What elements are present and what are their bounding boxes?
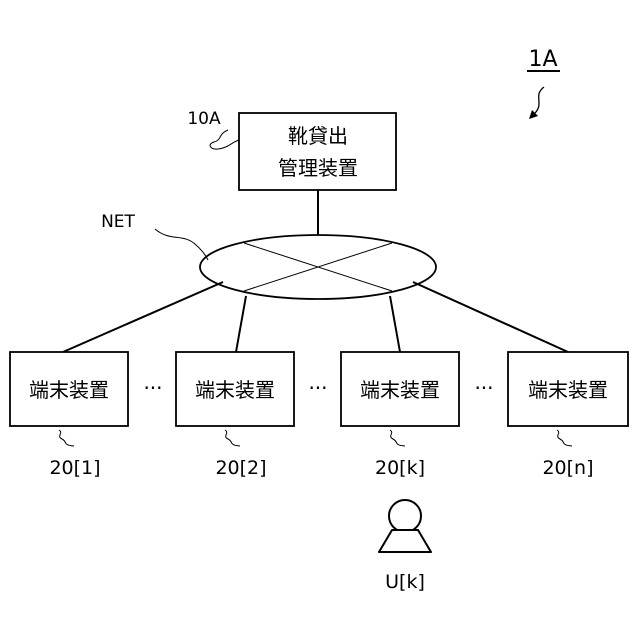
- terminal-link: [413, 282, 568, 352]
- server-ref-label: 10A: [187, 109, 221, 129]
- terminal-ref-leader: [557, 430, 572, 446]
- terminal-ref: 20[2]: [215, 457, 266, 479]
- terminal-device: 端末装置 20[1]: [10, 352, 128, 479]
- terminal-device: 端末装置 20[2]: [176, 352, 294, 479]
- user-icon-head: [389, 500, 421, 532]
- terminal-ref: 20[n]: [542, 457, 593, 479]
- server-ref-leader: [210, 130, 239, 149]
- terminal-link: [390, 296, 400, 352]
- terminal-device: 端末装置 20[k]: [341, 352, 459, 479]
- user-label: U[k]: [385, 571, 425, 593]
- figure-label-arrow: [533, 87, 544, 115]
- terminal-label: 端末装置: [360, 378, 440, 402]
- network: NET: [101, 212, 436, 299]
- terminal-ref-leader: [59, 430, 74, 446]
- terminal-link: [236, 296, 246, 352]
- server-label-line1: 靴貸出: [288, 124, 348, 148]
- terminal-link: [63, 282, 223, 352]
- figure-label: 1A: [527, 47, 560, 119]
- terminal-label: 端末装置: [528, 378, 608, 402]
- user: U[k]: [379, 500, 431, 593]
- terminal-ref: 20[1]: [49, 457, 100, 479]
- user-icon-body: [379, 530, 431, 552]
- management-server: 靴貸出 管理装置 10A: [187, 109, 396, 190]
- ellipsis-separator: ···: [308, 376, 327, 400]
- terminal-label: 端末装置: [29, 378, 109, 402]
- figure-label-text: 1A: [528, 47, 557, 72]
- terminal-ref: 20[k]: [375, 457, 425, 479]
- terminal-ref-leader: [225, 430, 240, 446]
- ellipsis-separator: ···: [474, 376, 493, 400]
- server-label-line2: 管理装置: [278, 156, 358, 180]
- network-label: NET: [101, 212, 135, 232]
- ellipsis-separator: ···: [143, 376, 162, 400]
- network-label-leader: [155, 229, 208, 260]
- terminal-label: 端末装置: [195, 378, 275, 402]
- terminal-device: 端末装置 20[n]: [508, 352, 628, 479]
- terminal-ref-leader: [390, 430, 405, 446]
